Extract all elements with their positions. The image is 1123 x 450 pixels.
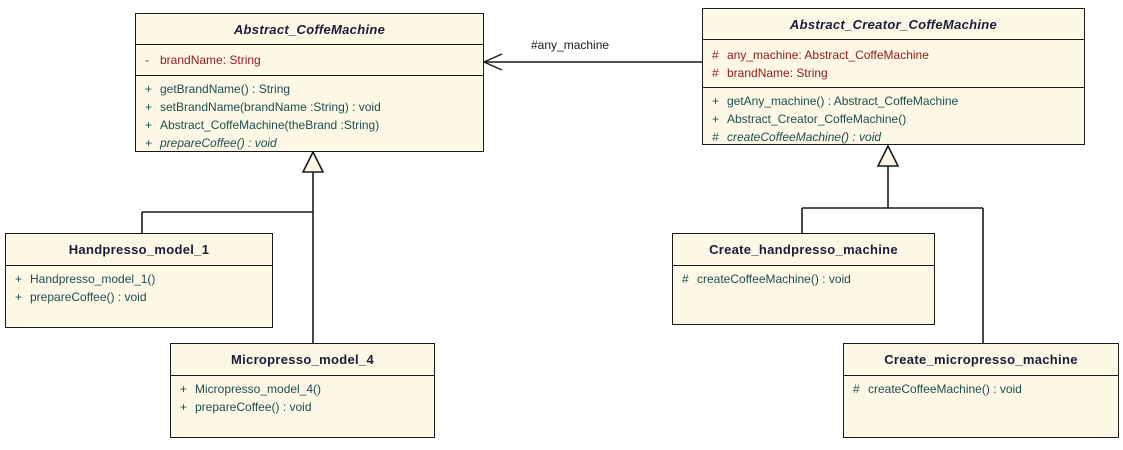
class-create-micropresso-machine[interactable]: Create_micropresso_machine # createCoffe…: [843, 343, 1119, 438]
operation-row: + Abstract_CoffeMachine(theBrand :String…: [136, 116, 483, 134]
operation-row: # createCoffeeMachine() : void: [844, 380, 1118, 398]
operation-row: + setBrandName(brandName :String) : void: [136, 98, 483, 116]
operation-text: Abstract_CoffeMachine(theBrand :String): [160, 118, 380, 132]
operation-text: Abstract_Creator_CoffeMachine(): [727, 112, 907, 126]
class-create-handpresso-machine[interactable]: Create_handpresso_machine # createCoffee…: [672, 233, 935, 325]
attribute-text: any_machine: Abstract_CoffeMachine: [727, 48, 929, 62]
visibility-symbol: +: [145, 136, 153, 150]
association-any-machine: [482, 53, 702, 71]
operation-text: createCoffeeMachine() : void: [697, 272, 851, 286]
operations-compartment: # createCoffeeMachine() : void: [673, 265, 934, 324]
operations-compartment: + Micropresso_model_4() + prepareCoffee(…: [171, 375, 434, 437]
operation-row-abstract: + prepareCoffee() : void: [136, 134, 483, 152]
operation-row: + Micropresso_model_4(): [171, 380, 434, 398]
class-title: Abstract_Creator_CoffeMachine: [789, 16, 998, 32]
association-label: #any_machine: [531, 38, 610, 52]
operation-row: # createCoffeeMachine() : void: [673, 270, 934, 288]
operations-compartment: + getBrandName() : String + setBrandName…: [136, 75, 483, 152]
visibility-symbol: +: [15, 290, 23, 304]
visibility-symbol: #: [712, 48, 719, 62]
attribute-text: brandName: String: [160, 53, 261, 67]
visibility-symbol: +: [145, 118, 153, 132]
visibility-symbol: -: [145, 53, 149, 67]
operations-compartment: + getAny_machine() : Abstract_CoffeMachi…: [703, 87, 1084, 146]
open-arrowhead-icon: [482, 53, 503, 71]
class-abstract-creator-coffemachine[interactable]: Abstract_Creator_CoffeMachine # any_mach…: [702, 8, 1085, 145]
operation-text: Handpresso_model_1(): [30, 272, 156, 286]
operation-row: + getBrandName() : String: [136, 80, 483, 98]
class-title: Handpresso_model_1: [68, 242, 210, 257]
class-abstract-coffemachine[interactable]: Abstract_CoffeMachine - brandName: Strin…: [135, 13, 484, 152]
visibility-symbol: +: [712, 94, 720, 108]
attribute-row: # brandName: String: [703, 64, 1084, 82]
operation-row: + getAny_machine() : Abstract_CoffeMachi…: [703, 92, 1084, 110]
operation-text: prepareCoffee() : void: [195, 400, 312, 414]
operation-text: getBrandName() : String: [160, 82, 291, 96]
class-handpresso-model-1[interactable]: Handpresso_model_1 + Handpresso_model_1(…: [5, 233, 273, 328]
operation-text: prepareCoffee() : void: [30, 290, 147, 304]
visibility-symbol: #: [712, 66, 719, 80]
class-micropresso-model-4[interactable]: Micropresso_model_4 + Micropresso_model_…: [170, 343, 435, 438]
visibility-symbol: #: [682, 272, 689, 286]
class-title: Create_handpresso_machine: [709, 242, 898, 257]
operation-row: + Abstract_Creator_CoffeMachine(): [703, 110, 1084, 128]
attributes-compartment: - brandName: String: [136, 44, 483, 75]
class-title: Create_micropresso_machine: [884, 352, 1078, 367]
class-title: Abstract_CoffeMachine: [233, 21, 386, 37]
operation-text: setBrandName(brandName :String) : void: [160, 100, 381, 114]
class-title: Micropresso_model_4: [231, 352, 374, 367]
visibility-symbol: #: [712, 130, 719, 144]
operation-text: createCoffeeMachine() : void: [868, 382, 1022, 396]
visibility-symbol: +: [15, 272, 23, 286]
attribute-row: # any_machine: Abstract_CoffeMachine: [703, 46, 1084, 64]
operations-compartment: + Handpresso_model_1() + prepareCoffee()…: [6, 265, 272, 327]
visibility-symbol: #: [853, 382, 860, 396]
operation-row-abstract: # createCoffeeMachine() : void: [703, 128, 1084, 146]
attributes-compartment: # any_machine: Abstract_CoffeMachine # b…: [703, 39, 1084, 87]
operation-row: + Handpresso_model_1(): [6, 270, 272, 288]
visibility-symbol: +: [180, 400, 188, 414]
visibility-symbol: +: [145, 100, 153, 114]
operation-row: + prepareCoffee() : void: [171, 398, 434, 416]
visibility-symbol: +: [180, 382, 188, 396]
operations-compartment: # createCoffeeMachine() : void: [844, 375, 1118, 437]
visibility-symbol: +: [145, 82, 153, 96]
attribute-text: brandName: String: [727, 66, 828, 80]
generalization-triangle-icon: [301, 150, 325, 173]
operation-text: createCoffeeMachine() : void: [727, 130, 882, 144]
operation-text: prepareCoffee() : void: [160, 136, 277, 150]
visibility-symbol: +: [712, 112, 720, 126]
operation-text: getAny_machine() : Abstract_CoffeMachine: [727, 94, 959, 108]
operation-row: + prepareCoffee() : void: [6, 288, 272, 306]
generalization-triangle-icon: [876, 144, 900, 167]
attribute-row: - brandName: String: [136, 51, 483, 69]
operation-text: Micropresso_model_4(): [195, 382, 322, 396]
